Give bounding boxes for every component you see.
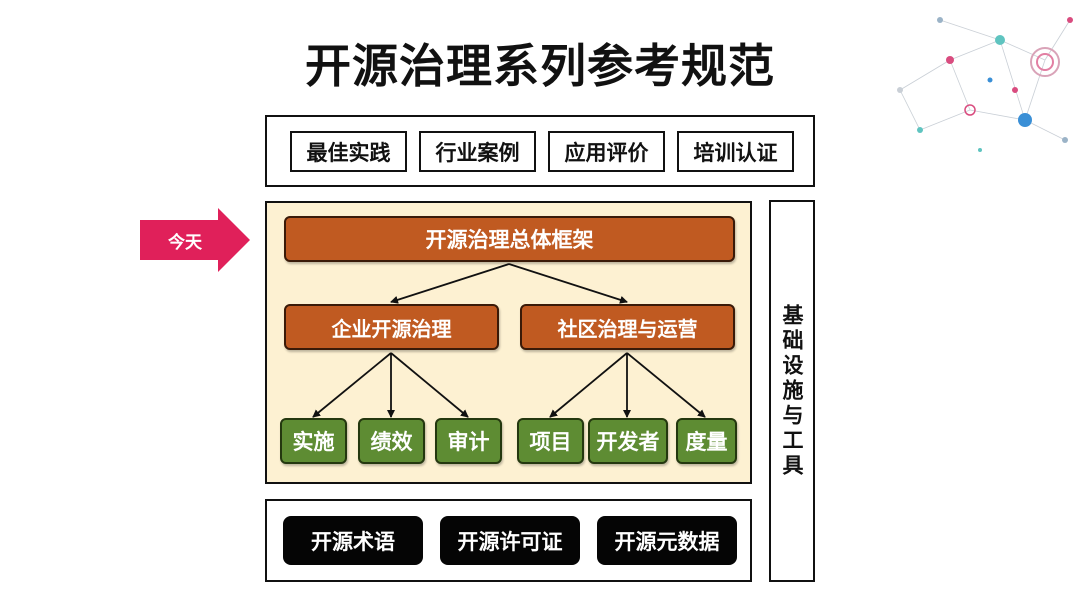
- infrastructure-tools-box: 基础设施与工具: [769, 200, 815, 582]
- governance-framework-box: 开源治理总体框架: [284, 216, 735, 262]
- metrics-box: 度量: [676, 418, 737, 464]
- developer-box: 开发者: [588, 418, 668, 464]
- performance-box: 绩效: [358, 418, 425, 464]
- audit-box: 审计: [435, 418, 502, 464]
- enterprise-governance-box: 企业开源治理: [284, 304, 499, 350]
- page-title: 开源治理系列参考规范: [305, 39, 775, 93]
- oss-metadata-box: 开源元数据: [597, 516, 737, 565]
- community-governance-box: 社区治理与运营: [520, 304, 735, 350]
- today-arrow-icon: [140, 208, 250, 272]
- framework-connectors: [312, 263, 706, 418]
- implementation-box: 实施: [280, 418, 347, 464]
- training-certification-box: 培训认证: [677, 131, 794, 172]
- project-box: 项目: [517, 418, 584, 464]
- oss-terminology-box: 开源术语: [283, 516, 423, 565]
- application-evaluation-box: 应用评价: [548, 131, 665, 172]
- oss-license-box: 开源许可证: [440, 516, 580, 565]
- best-practice-box: 最佳实践: [290, 131, 407, 172]
- industry-case-box: 行业案例: [419, 131, 536, 172]
- today-label: 今天: [168, 233, 202, 253]
- network-decoration-icon: [897, 17, 1073, 152]
